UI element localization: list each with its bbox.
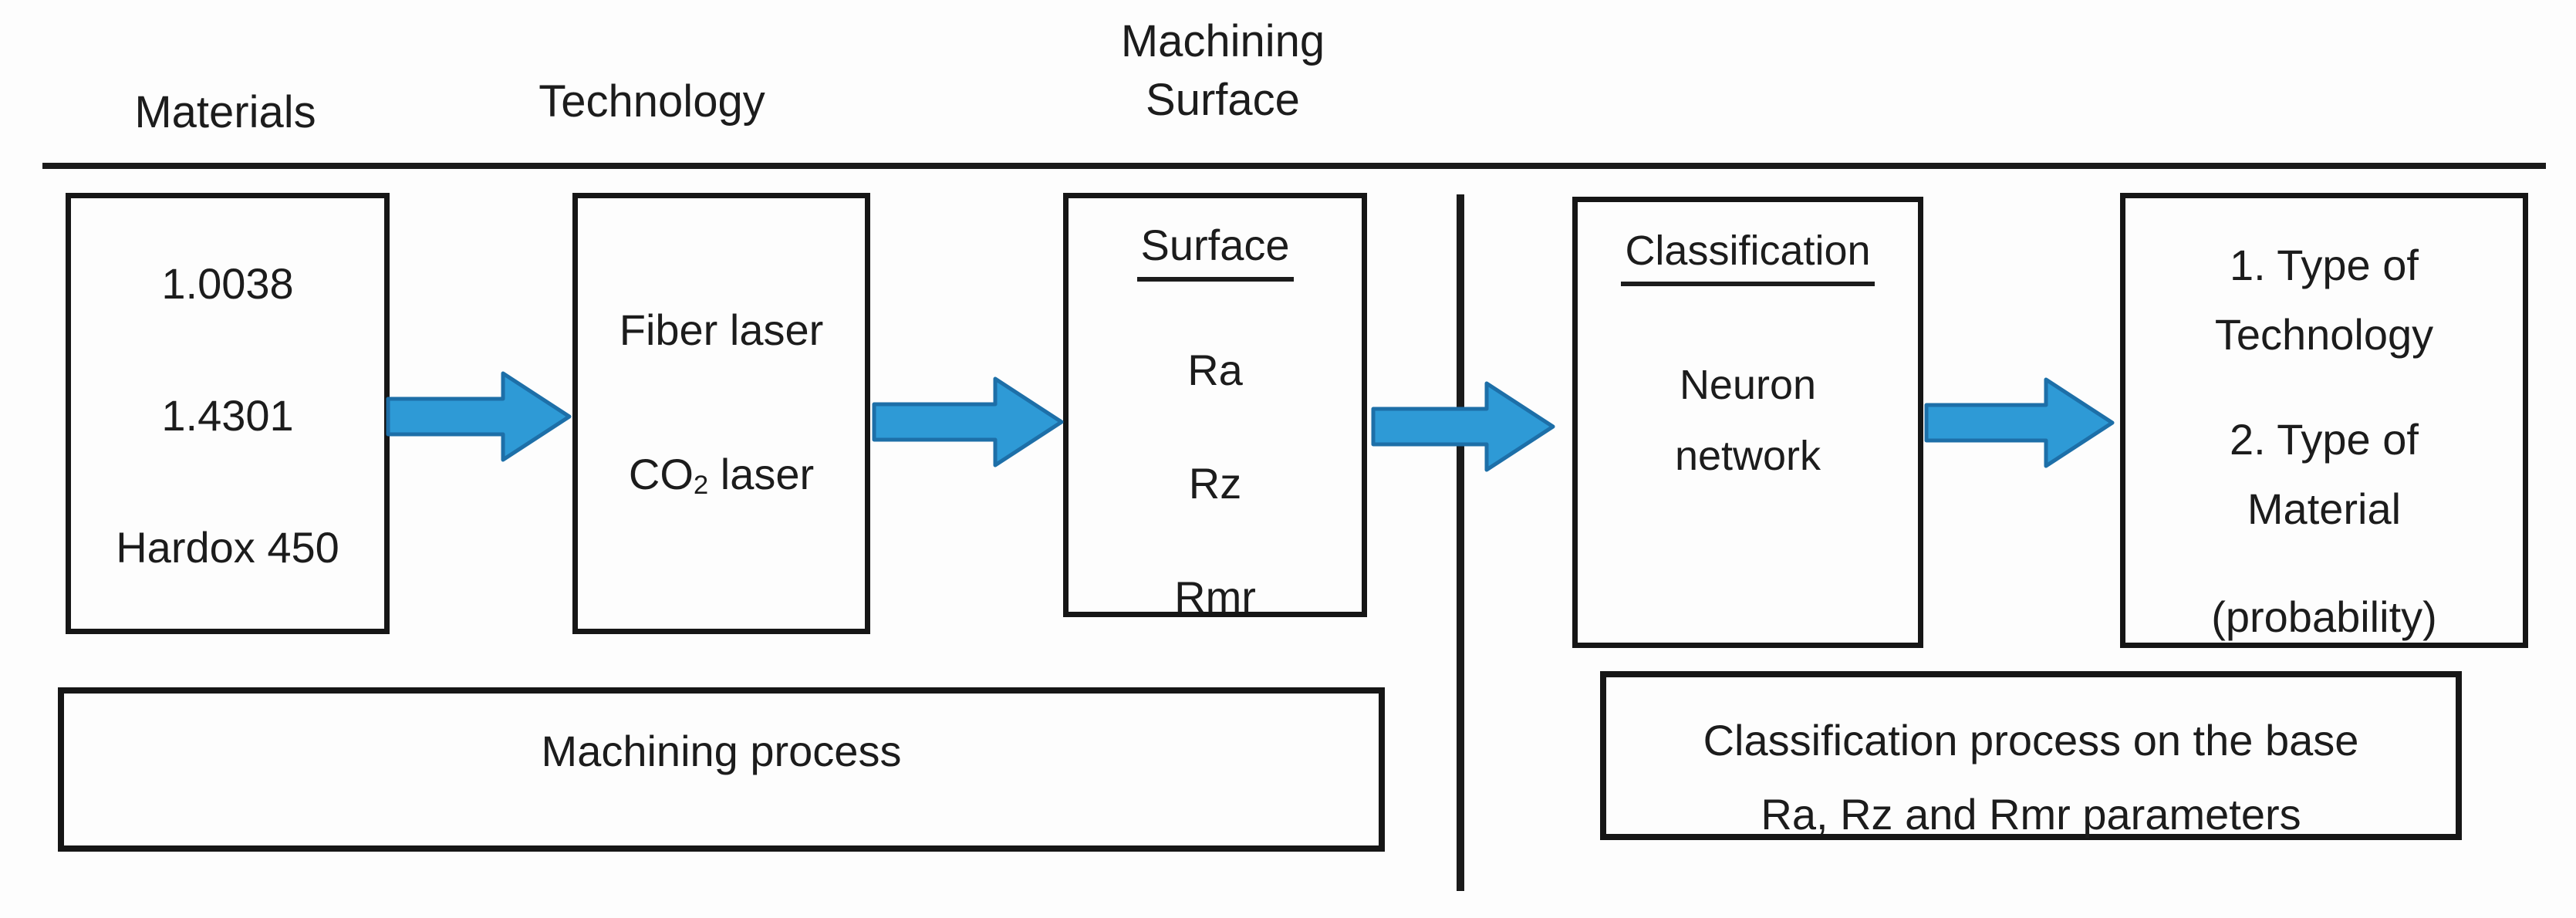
surface-param-rmr: Rmr <box>1174 572 1256 621</box>
technology-item-co2: CO2 laser <box>628 449 815 501</box>
classification-process-line2: Ra, Rz and Rmr parameters <box>1761 790 2301 839</box>
machining-header-line2: Surface <box>1146 75 1300 125</box>
classification-process-box: Classification process on the base Ra, R… <box>1600 671 2462 840</box>
result-item-technology: 1. Type of Technology <box>2215 231 2433 370</box>
surface-param-rz: Rz <box>1188 459 1242 508</box>
result-item-material: 2. Type of Material <box>2230 405 2419 544</box>
classification-box: Classification Neuron network <box>1572 197 1923 648</box>
technology-box: Fiber laser CO2 laser <box>572 193 870 634</box>
surface-box-title: Surface <box>1136 220 1294 282</box>
co2-subscript: 2 <box>693 471 709 501</box>
materials-box: 1.0038 1.4301 Hardox 450 <box>66 193 390 634</box>
column-header-machining-surface: Machining Surface <box>1121 12 1325 130</box>
material-item-3: Hardox 450 <box>116 523 339 572</box>
flow-arrow-icon-3 <box>1371 381 1555 472</box>
machining-process-label: Machining process <box>541 727 902 775</box>
flow-arrow-icon-2 <box>872 376 1064 467</box>
result-item2-line2: Material <box>2247 484 2402 533</box>
machining-process-box: Machining process <box>58 687 1385 852</box>
classification-line-neuron: Neuron <box>1679 362 1817 408</box>
classification-box-title: Classification <box>1621 227 1875 286</box>
classification-process-line1: Classification process on the base <box>1703 716 2359 764</box>
flow-arrow-icon-1 <box>386 371 572 462</box>
machining-header-line1: Machining <box>1120 16 1325 66</box>
material-item-2: 1.4301 <box>161 391 294 440</box>
header-divider-line <box>42 163 2546 169</box>
column-header-materials: Materials <box>134 87 316 137</box>
surface-param-ra: Ra <box>1187 346 1243 394</box>
column-header-technology: Technology <box>538 76 765 127</box>
result-item-probability: (probability) <box>2211 592 2437 641</box>
co2-suffix: laser <box>708 450 815 498</box>
technology-item-fiber: Fiber laser <box>619 305 824 354</box>
flow-arrow-icon-4 <box>1924 377 2115 468</box>
result-item1-line1: 1. Type of <box>2230 241 2419 289</box>
co2-prefix: CO <box>628 450 694 498</box>
process-divider-line <box>1457 194 1464 891</box>
results-box: 1. Type of Technology 2. Type of Materia… <box>2120 193 2528 648</box>
result-item2-line1: 2. Type of <box>2230 415 2419 464</box>
classification-line-network: network <box>1674 433 1821 479</box>
material-item-1: 1.0038 <box>161 259 294 308</box>
surface-box: Surface Ra Rz Rmr <box>1063 193 1367 621</box>
result-item1-line2: Technology <box>2214 310 2434 359</box>
